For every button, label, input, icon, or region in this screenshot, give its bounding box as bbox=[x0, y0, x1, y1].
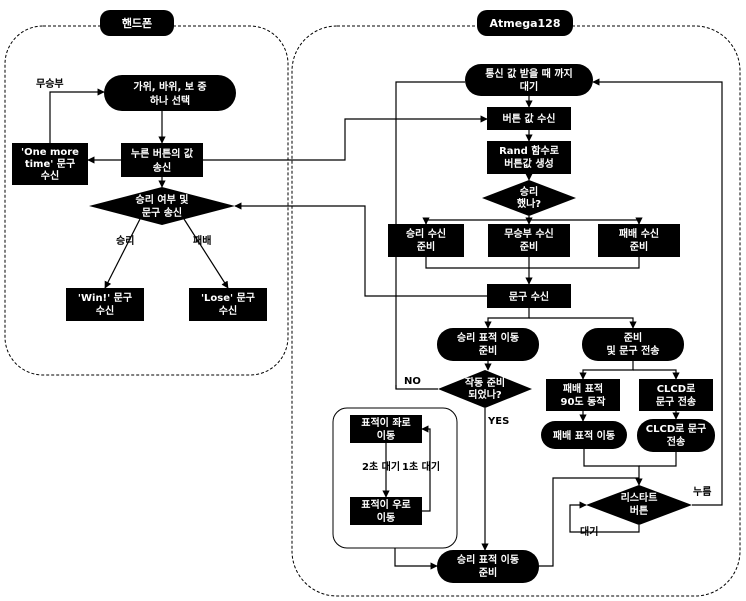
win-move-text-2: 준비 bbox=[479, 566, 497, 579]
lose-msg-node bbox=[189, 288, 267, 321]
label-yes: YES bbox=[487, 416, 509, 427]
mcu-edges bbox=[203, 78, 723, 570]
clcd-send-text-2: 문구 전송 bbox=[656, 395, 696, 408]
clcd-send2-text-1: CLCD로 문구 bbox=[646, 423, 706, 435]
target-right-text-2: 이동 bbox=[377, 511, 395, 524]
label-wait1: 1초 대기 bbox=[402, 460, 440, 473]
btn-recv-text: 버튼 값 수신 bbox=[503, 112, 556, 125]
msg-recv-node bbox=[487, 284, 571, 308]
win-prep-text-1: 승리 수신 bbox=[406, 227, 446, 240]
select-text-1: 가위, 바위, 보 중 bbox=[133, 80, 206, 93]
send-button-node bbox=[121, 143, 203, 177]
mcu-header-text: Atmega128 bbox=[490, 17, 561, 30]
lose-move-node bbox=[541, 421, 627, 449]
select-text-2: 하나 선택 bbox=[150, 94, 190, 107]
lose-prep-send-node bbox=[582, 328, 684, 361]
draw-prep-text-2: 준비 bbox=[520, 240, 538, 253]
win-msg-node bbox=[66, 288, 144, 321]
ready-q-text-1: 작동 준비 bbox=[465, 376, 505, 389]
win-move-prep-text-2: 준비 bbox=[479, 344, 497, 357]
restart-q-text-2: 버튼 bbox=[630, 504, 648, 517]
btn-recv-node bbox=[487, 107, 571, 130]
win-prep-node bbox=[388, 224, 464, 257]
label-win: 승리 bbox=[116, 234, 134, 247]
win-decision bbox=[482, 180, 576, 216]
send-button-text-1: 누른 버튼의 값 bbox=[131, 147, 194, 160]
lose-msg-text-2: 수신 bbox=[219, 304, 237, 317]
phone-header bbox=[100, 10, 174, 36]
clcd-send2-text-2: 전송 bbox=[667, 435, 685, 448]
clcd-send2-node bbox=[637, 419, 715, 452]
phone-panel bbox=[4, 25, 289, 376]
target-left-text-2: 이동 bbox=[377, 429, 395, 442]
ready-decision bbox=[438, 370, 532, 408]
lose-prep-text-2: 준비 bbox=[630, 240, 648, 253]
one-more-node bbox=[12, 143, 88, 185]
win-move-prep-text-1: 승리 표적 이동 bbox=[457, 331, 519, 344]
clcd-send-node bbox=[639, 379, 713, 411]
win-q-text-1: 승리 bbox=[520, 185, 538, 198]
restart-q-text-1: 리스타트 bbox=[621, 491, 658, 504]
restart-decision bbox=[586, 485, 692, 525]
send-button-text-2: 송신 bbox=[153, 161, 171, 174]
phone-header-text: 핸드폰 bbox=[122, 16, 152, 30]
draw-prep-text-1: 무승부 수신 bbox=[504, 227, 553, 240]
lose-move-text: 패배 표적 이동 bbox=[553, 429, 615, 442]
one-more-text-1: 'One more bbox=[21, 147, 79, 158]
one-more-text-2: time' 문구 bbox=[25, 158, 75, 170]
draw-prep-node bbox=[488, 224, 570, 257]
wait-text-1: 통신 값 받을 때 까지 bbox=[485, 67, 573, 80]
win-q-text-2: 했나? bbox=[517, 197, 541, 210]
win-prep-text-2: 준비 bbox=[417, 240, 435, 253]
mcu-panel bbox=[291, 25, 741, 597]
ready-q-text-2: 되었나? bbox=[468, 388, 502, 401]
win-move-node bbox=[437, 550, 539, 583]
mcu-header bbox=[477, 10, 573, 36]
win-msg-text-1: 'Win!' 문구 bbox=[78, 292, 132, 304]
wait-node bbox=[465, 64, 593, 96]
lose-target-text-2: 90도 동작 bbox=[561, 395, 607, 408]
win-move-prep-node bbox=[437, 328, 539, 361]
wait-text-2: 대기 bbox=[520, 80, 538, 93]
msg-recv-text: 문구 수신 bbox=[509, 290, 549, 303]
one-more-text-3: 수신 bbox=[41, 169, 59, 182]
select-node bbox=[104, 75, 236, 111]
judge-decision bbox=[89, 187, 235, 225]
judge-text-2: 문구 송신 bbox=[142, 206, 182, 219]
label-no: NO bbox=[404, 376, 421, 387]
win-msg-text-2: 수신 bbox=[96, 304, 114, 317]
lose-prep-node bbox=[598, 224, 680, 257]
label-press: 누름 bbox=[693, 486, 711, 498]
win-move-text-1: 승리 표적 이동 bbox=[457, 553, 519, 566]
label-wait2: 2초 대기 bbox=[362, 460, 400, 473]
lose-msg-text-1: 'Lose' 문구 bbox=[201, 292, 255, 304]
clcd-send-text-1: CLCD로 bbox=[657, 383, 696, 395]
judge-text-1: 승리 여부 및 bbox=[136, 193, 189, 206]
label-draw: 무승부 bbox=[36, 78, 64, 90]
lose-target-node bbox=[546, 379, 620, 411]
lose-prep-text-1: 패배 수신 bbox=[619, 227, 659, 240]
rand-node bbox=[487, 141, 571, 174]
rand-text-1: Rand 함수로 bbox=[499, 144, 559, 157]
phone-edges bbox=[49, 88, 229, 289]
target-left-text-1: 표적이 좌로 bbox=[361, 416, 410, 429]
label-lose: 패배 bbox=[193, 234, 211, 247]
target-right-node bbox=[350, 497, 422, 525]
lose-prep-send-text-1: 준비 bbox=[624, 331, 642, 344]
target-right-text-1: 표적이 우로 bbox=[361, 498, 410, 511]
lose-target-text-1: 패배 표적 bbox=[563, 382, 603, 395]
rand-text-2: 버튼값 생성 bbox=[504, 157, 553, 170]
target-left-node bbox=[350, 415, 422, 443]
lose-prep-send-text-2: 및 문구 전송 bbox=[607, 344, 660, 357]
